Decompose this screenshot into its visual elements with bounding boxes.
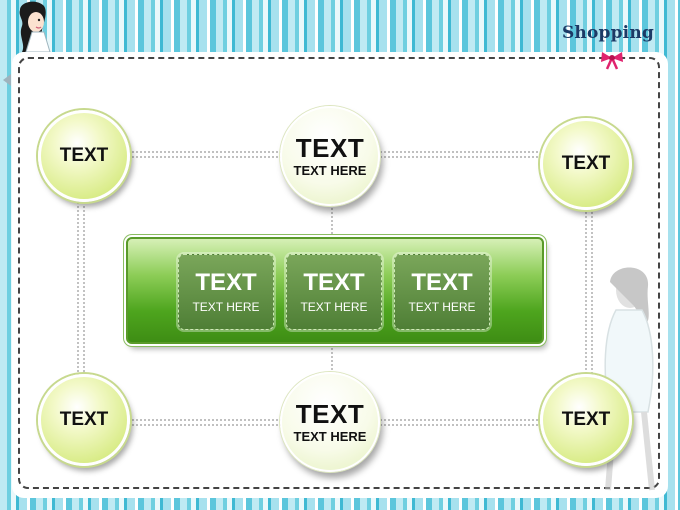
dashed-frame bbox=[18, 57, 660, 489]
center-panel: TEXT TEXT HERE TEXT TEXT HERE TEXT TEXT … bbox=[126, 237, 544, 344]
center-node-top[interactable]: TEXT TEXT HERE bbox=[280, 106, 380, 206]
left-arrow-icon[interactable] bbox=[3, 74, 11, 86]
girl-illustration-icon bbox=[19, 1, 51, 52]
center-node-bottom[interactable]: TEXT TEXT HERE bbox=[280, 372, 380, 472]
slide-title: Shopping bbox=[561, 23, 654, 43]
box-label: TEXT bbox=[303, 269, 365, 296]
corner-node-top-right[interactable]: TEXT bbox=[540, 118, 632, 210]
corner-node-top-left[interactable]: TEXT bbox=[38, 110, 130, 202]
node-sublabel: TEXT HERE bbox=[293, 162, 367, 178]
corner-node-bottom-right[interactable]: TEXT bbox=[540, 374, 632, 466]
corner-node-bottom-left[interactable]: TEXT bbox=[38, 374, 130, 466]
box-sublabel: TEXT HERE bbox=[408, 300, 476, 314]
content-box-1[interactable]: TEXT TEXT HERE bbox=[178, 254, 274, 330]
node-label: TEXT bbox=[59, 409, 109, 430]
node-label: TEXT bbox=[59, 145, 109, 166]
node-sublabel: TEXT HERE bbox=[293, 428, 367, 444]
content-box-2[interactable]: TEXT TEXT HERE bbox=[286, 254, 382, 330]
box-sublabel: TEXT HERE bbox=[192, 300, 260, 314]
bow-icon bbox=[601, 52, 623, 70]
node-label: TEXT bbox=[561, 409, 611, 430]
box-label: TEXT bbox=[195, 269, 257, 296]
node-label: TEXT bbox=[561, 153, 611, 174]
node-label: TEXT bbox=[295, 132, 365, 163]
node-label: TEXT bbox=[295, 398, 365, 429]
content-box-3[interactable]: TEXT TEXT HERE bbox=[394, 254, 490, 330]
box-label: TEXT bbox=[411, 269, 473, 296]
box-sublabel: TEXT HERE bbox=[300, 300, 368, 314]
